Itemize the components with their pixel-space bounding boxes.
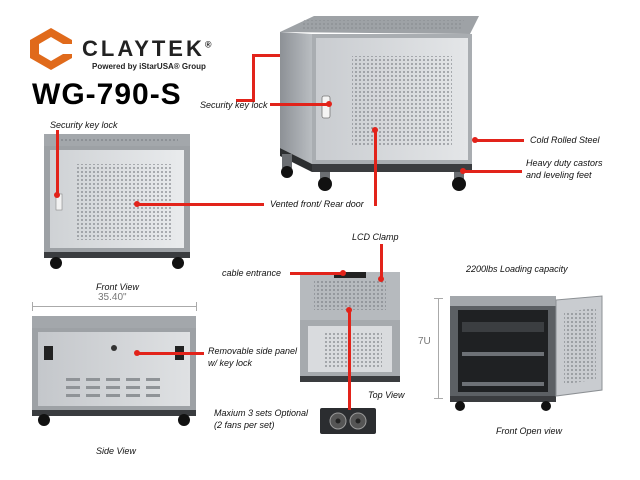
width-dimension-line <box>32 306 196 307</box>
height-dimension-line <box>438 298 439 398</box>
callout-dot-side-panel <box>134 350 140 356</box>
width-dimension-label: 35.40" <box>98 292 127 303</box>
callout-line-security-lock-top-v <box>252 54 255 100</box>
callout-line-security-lock-top-h2 <box>236 99 255 102</box>
height-dimension-tick-bottom <box>434 398 443 399</box>
claytek-logo-icon <box>30 28 74 70</box>
callout-line-fans <box>348 310 351 410</box>
callout-line-vented-door-h <box>136 203 264 206</box>
model-title: WG-790-S <box>32 78 182 111</box>
fan-tray-image <box>320 408 376 434</box>
callout-line-vented-door-v <box>374 130 377 206</box>
label-front-view: Front View <box>96 282 139 292</box>
callout-dot-lcd-clamp <box>378 276 384 282</box>
callout-dot-cable-entrance <box>340 270 346 276</box>
label-side-view: Side View <box>96 446 136 456</box>
height-dimension-label: 7U <box>418 336 431 347</box>
label-cable-entrance: cable entrance <box>222 268 282 278</box>
label-top-view: Top View <box>368 390 405 400</box>
callout-dot-vented-door-top <box>372 127 378 133</box>
callout-line-security-lock-door <box>270 103 328 106</box>
powered-by: Powered by iStarUSA® Group <box>92 62 206 71</box>
label-side-panel-line1: Removable side panel <box>208 346 298 356</box>
label-castors-line1: Heavy duty castors <box>526 158 603 168</box>
callout-dot-security-lock-front <box>54 192 60 198</box>
cabinet-perspective-image <box>280 16 479 191</box>
callout-line-cable-entrance <box>290 272 342 275</box>
label-security-key-lock-top: Security key lock <box>200 100 268 110</box>
label-castors-line2: and leveling feet <box>526 170 592 180</box>
callout-dot-fans <box>346 307 352 313</box>
callout-line-security-lock-front <box>56 130 59 194</box>
brand-name: CLAYTEK® <box>82 36 212 61</box>
callout-dot-castors <box>460 168 466 174</box>
callout-line-side-panel <box>136 352 204 355</box>
label-front-open-view: Front Open view <box>496 426 563 436</box>
width-dimension-tick-right <box>196 302 197 311</box>
label-vented-door: Vented front/ Rear door <box>270 199 364 209</box>
callout-dot-cold-rolled-steel <box>472 137 478 143</box>
width-dimension-tick-left <box>32 302 33 311</box>
label-lcd-clamp: LCD Clamp <box>352 232 399 242</box>
callout-line-lcd-clamp <box>380 244 383 278</box>
callout-line-castors <box>462 170 522 173</box>
callout-dot-security-lock-door <box>326 101 332 107</box>
label-fans-line2: (2 fans per set) <box>214 420 275 430</box>
cabinet-side-view-image <box>32 316 196 426</box>
callout-dot-vented-door-front <box>134 201 140 207</box>
callout-line-security-lock-top-h <box>252 54 280 57</box>
cabinet-front-open-view-image <box>450 295 603 411</box>
label-security-key-lock-front: Security key lock <box>50 120 118 130</box>
cabinet-top-view-image <box>300 272 400 382</box>
label-cold-rolled-steel: Cold Rolled Steel <box>530 135 600 145</box>
height-dimension-tick-top <box>434 298 443 299</box>
label-loading-capacity: 2200lbs Loading capacity <box>466 264 568 274</box>
label-fans-line1: Maxium 3 sets Optional <box>214 408 309 418</box>
callout-line-cold-rolled-steel <box>474 139 524 142</box>
label-side-panel-line2: w/ key lock <box>208 358 253 368</box>
cabinet-front-view-image <box>44 134 190 269</box>
